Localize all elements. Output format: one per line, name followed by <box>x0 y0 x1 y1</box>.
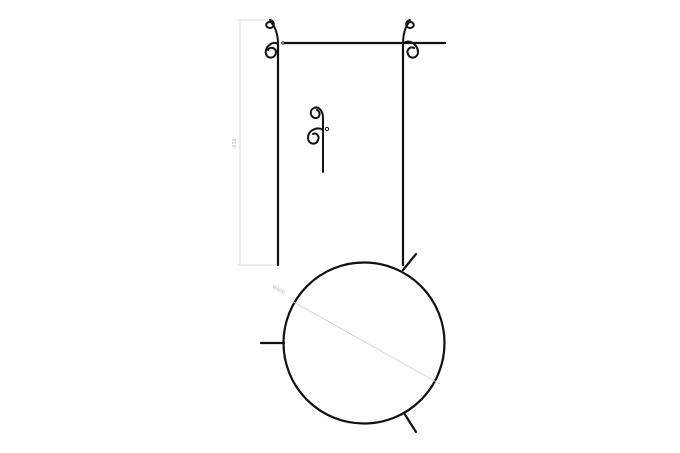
scroll-detail-piece <box>307 106 324 173</box>
spoke-top-right <box>401 252 418 272</box>
diameter-dimension-label: Φ400 <box>271 284 286 296</box>
ring <box>282 261 446 425</box>
left-scroll-finial <box>264 19 279 59</box>
scroll-detail-ring <box>324 126 330 132</box>
top-view: Φ400 <box>259 252 446 434</box>
side-view <box>264 19 447 267</box>
spoke-bottom-right <box>402 411 418 434</box>
right-scroll-finial <box>402 19 419 59</box>
diameter-dimension-line <box>289 299 441 385</box>
top-bar-end-left <box>281 41 285 45</box>
height-dimension-label: 910 <box>230 138 236 148</box>
